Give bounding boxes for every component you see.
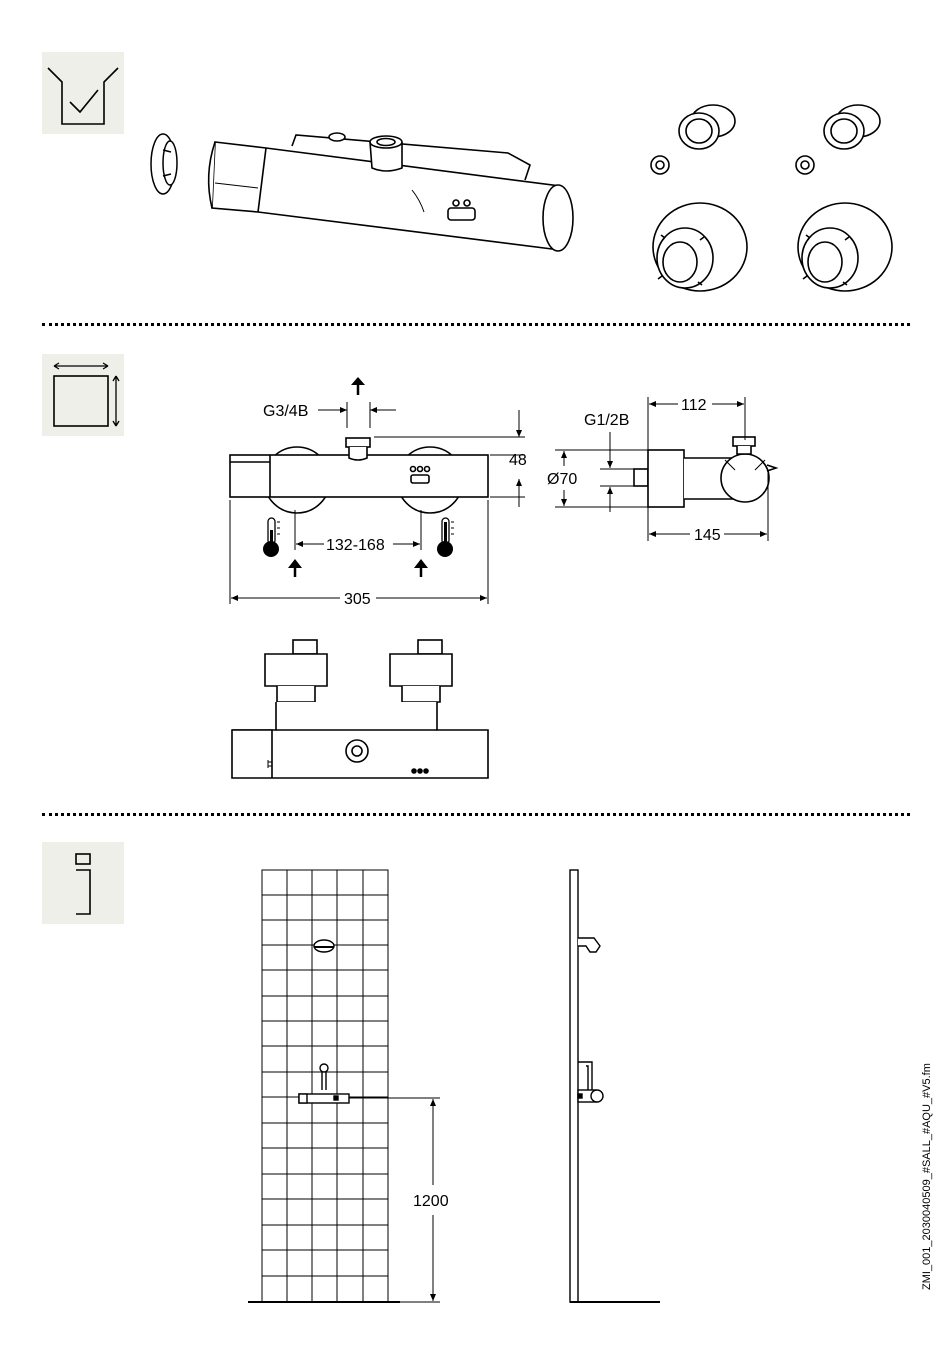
thermostat-top-view (232, 640, 488, 778)
thermostat-side-view (634, 437, 776, 507)
inlet-spacing-label: 132-168 (326, 537, 385, 554)
outlet-thread-dimension (318, 402, 396, 428)
inlet-thread-label: G1/2B (584, 412, 629, 429)
diameter-label: Ø70 (547, 471, 577, 488)
mounting-height-label: 1200 (413, 1193, 449, 1210)
depth-bottom-label: 145 (694, 527, 721, 544)
wall-side-section (570, 870, 660, 1302)
height-label: 48 (509, 452, 527, 469)
tile-wall-front (248, 870, 400, 1302)
cold-thermometer-icon (263, 518, 280, 557)
hot-thermometer-icon (437, 518, 454, 557)
total-length-label: 305 (344, 591, 371, 608)
cold-inlet-arrow-head (288, 559, 302, 568)
thermostat-front-view (230, 438, 488, 513)
hot-inlet-arrow-head (414, 559, 428, 568)
outlet-arrow-head (351, 377, 365, 385)
outlet-thread-label: G3/4B (263, 403, 308, 420)
connection-fittings (651, 105, 892, 291)
inlet-thread-dimension (600, 432, 634, 512)
wall-rosette-part (151, 134, 177, 194)
depth-top-label: 112 (681, 397, 707, 414)
document-code-text: ZMI_001_2030040509_#SALL_#AQU_#V5.fm (921, 1063, 933, 1290)
thermostat-body-3d (209, 133, 573, 251)
